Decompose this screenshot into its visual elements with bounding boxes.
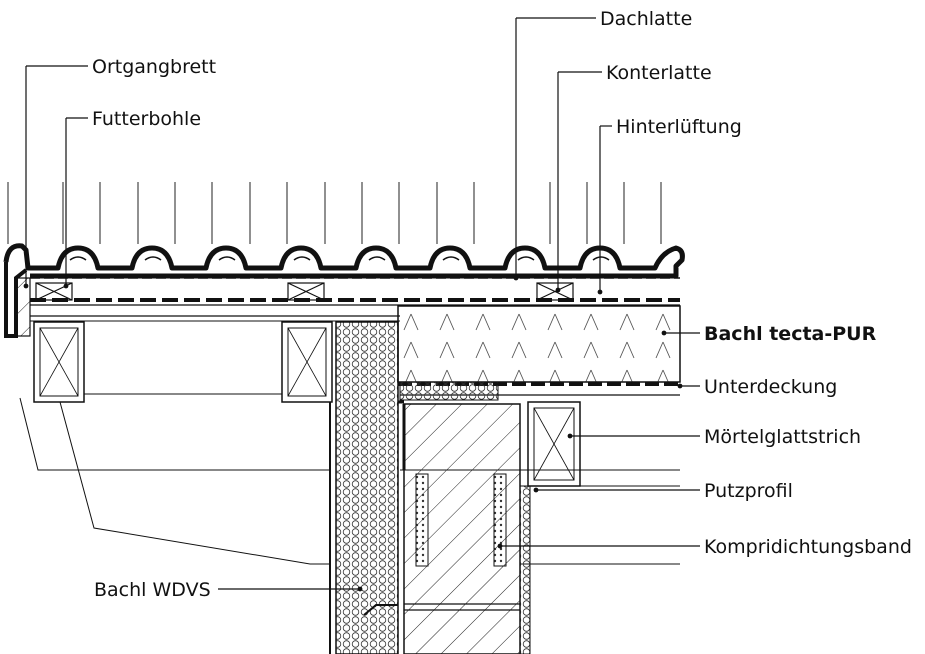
label-hinterlueftung: Hinterlüftung <box>616 116 742 138</box>
rafters <box>33 321 581 487</box>
ortgangbrett-board <box>4 262 31 338</box>
dachlatten <box>35 282 574 301</box>
label-putzprofil: Putzprofil <box>704 480 793 502</box>
label-dachlatte: Dachlatte <box>600 8 692 30</box>
roof-tiles <box>3 243 685 279</box>
leader-dots <box>23 275 683 592</box>
label-kompridichtungsband: Kompridichtungsband <box>704 536 912 558</box>
label-tecta-pur: Bachl tecta-PUR <box>704 323 877 345</box>
label-wdvs: Bachl WDVS <box>94 579 211 601</box>
label-unterdeckung: Unterdeckung <box>704 376 837 398</box>
leader-lines <box>25 17 700 590</box>
label-futterbohle: Futterbohle <box>92 108 201 130</box>
layer-lines <box>30 277 680 322</box>
label-konterlatte: Konterlatte <box>606 62 712 84</box>
tile-axis-lines <box>7 182 662 244</box>
tecta-pur-insulation <box>397 305 681 396</box>
wdvs-insulation <box>329 321 499 654</box>
label-ortgangbrett: Ortgangbrett <box>92 56 216 78</box>
label-moertelglattstrich: Mörtelglattstrich <box>704 426 861 448</box>
masonry-wall <box>398 400 531 654</box>
